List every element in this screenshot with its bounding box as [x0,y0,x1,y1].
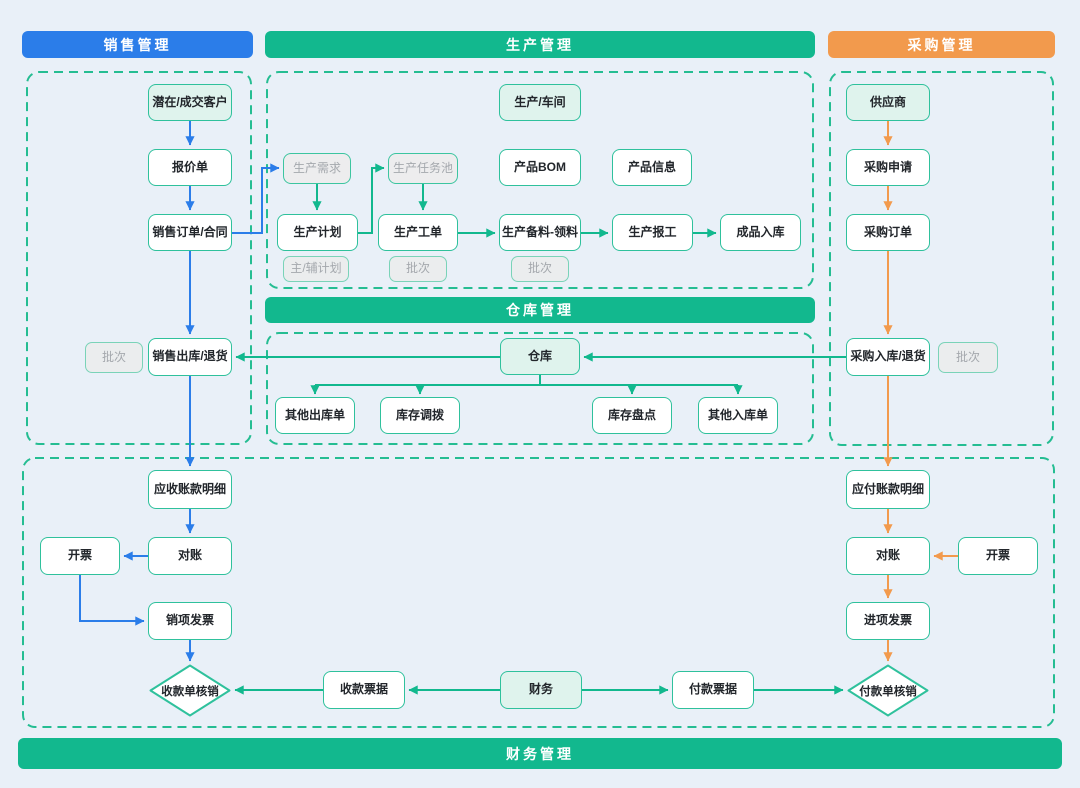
node-production-plan: 生产计划 [277,214,358,251]
node-production-material: 生产备料-领料 [499,214,581,251]
node-payment-writeoff: 付款单核销 [847,664,929,717]
node-finance: 财务 [500,671,582,709]
node-purchase-request: 采购申请 [846,149,930,186]
node-input-invoice: 进项发票 [846,602,930,640]
node-sales-order: 销售订单/合同 [148,214,232,251]
node-reconciliation-left: 对账 [148,537,232,575]
node-reconciliation-right: 对账 [846,537,930,575]
node-sales-outbound: 销售出库/退货 [148,338,232,376]
node-receipt-bill: 收款票据 [323,671,405,709]
node-customer: 潜在/成交客户 [148,84,232,121]
node-workshop: 生产/车间 [499,84,581,121]
node-other-outbound: 其他出库单 [275,397,355,434]
node-finished-inbound: 成品入库 [720,214,801,251]
header-production-management: 生产管理 [265,31,815,58]
header-warehouse-management: 仓库管理 [265,297,815,323]
tag-main-aux-plan: 主/辅计划 [283,256,349,282]
node-label: 付款单核销 [859,685,917,698]
node-payment-bill: 付款票据 [672,671,754,709]
node-purchase-inbound: 采购入库/退货 [846,338,930,376]
header-sales-management: 销售管理 [22,31,253,58]
node-warehouse: 仓库 [500,338,580,375]
tag-batch-work-order: 批次 [389,256,447,282]
node-receivable-detail: 应收账款明细 [148,470,232,509]
node-sales-invoice: 销项发票 [148,602,232,640]
node-product-bom: 产品BOM [499,149,581,186]
node-other-inbound: 其他入库单 [698,397,778,434]
tag-batch-sales: 批次 [85,342,143,373]
node-product-info: 产品信息 [612,149,692,186]
node-quotation: 报价单 [148,149,232,186]
node-inventory-transfer: 库存调拨 [380,397,460,434]
tag-batch-material: 批次 [511,256,569,282]
node-payable-detail: 应付账款明细 [846,470,930,509]
node-supplier: 供应商 [846,84,930,121]
node-label: 收款单核销 [161,685,219,698]
node-production-work-order: 生产工单 [378,214,458,251]
tag-batch-purchase: 批次 [938,342,998,373]
node-receipt-writeoff: 收款单核销 [149,664,231,717]
header-purchase-management: 采购管理 [828,31,1055,58]
node-invoicing-right: 开票 [958,537,1038,575]
node-purchase-order: 采购订单 [846,214,930,251]
node-inventory-check: 库存盘点 [592,397,672,434]
node-production-demand: 生产需求 [283,153,351,184]
node-invoicing-left: 开票 [40,537,120,575]
node-production-report: 生产报工 [612,214,693,251]
header-finance-management: 财务管理 [18,738,1062,769]
node-production-task-pool: 生产任务池 [388,153,458,184]
